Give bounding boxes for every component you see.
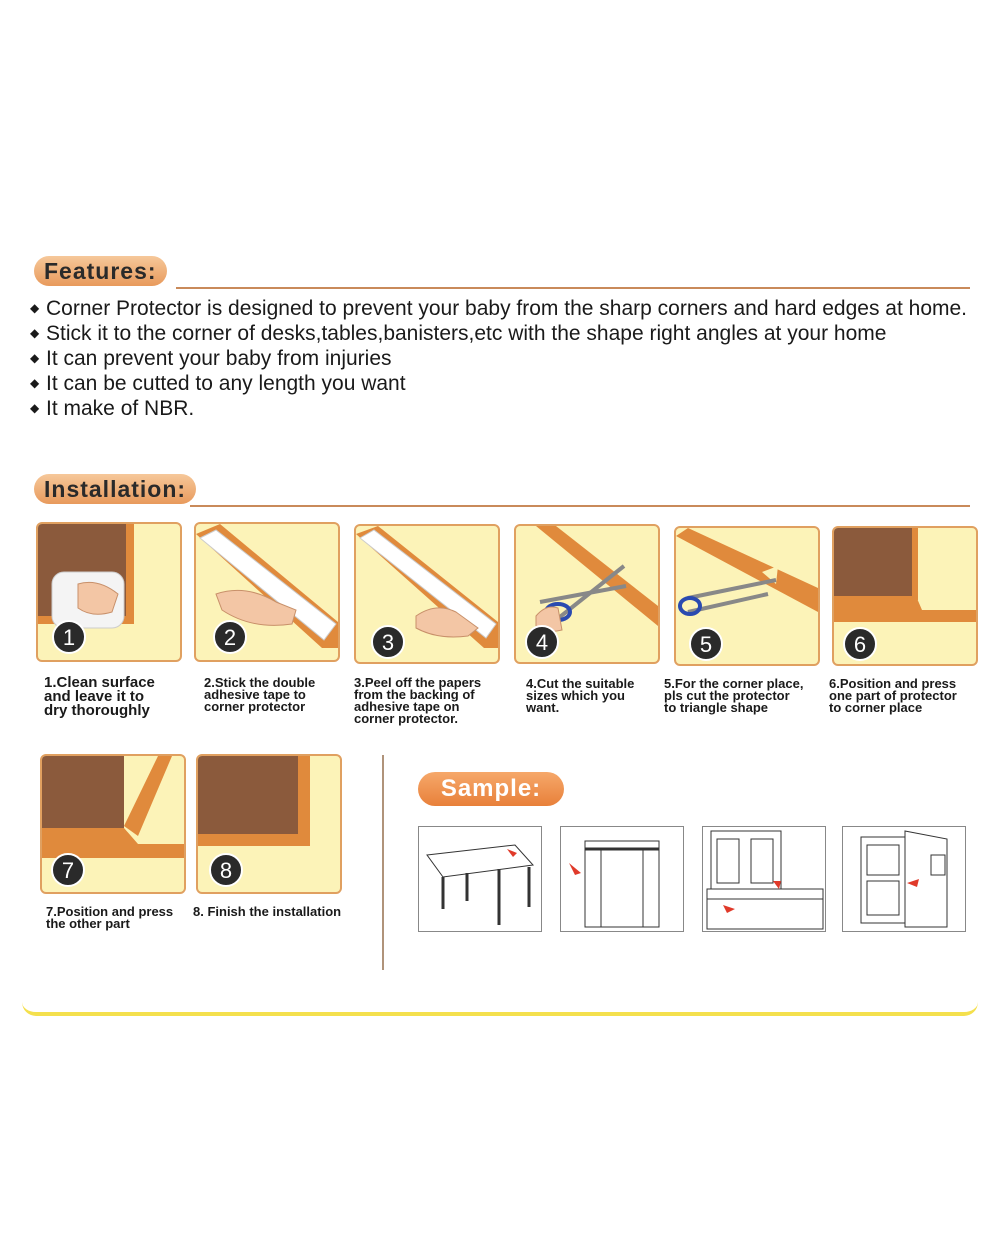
feature-item: ◆Corner Protector is designed to prevent… (30, 297, 968, 320)
step-5-number: 5 (700, 632, 712, 657)
step-3-number: 3 (382, 630, 394, 655)
installation-divider (190, 505, 970, 507)
window-sample-icon (560, 826, 684, 932)
installation-heading: Installation: (34, 474, 197, 504)
step-7-caption: 7.Position and press the other part (46, 904, 174, 931)
diamond-bullet-icon: ◆ (30, 301, 40, 315)
step-4-number: 4 (536, 630, 548, 655)
step-1-number: 1 (63, 625, 75, 650)
step-7-number: 7 (62, 858, 74, 883)
step-1-image: 1 (36, 522, 182, 662)
features-list: ◆Corner Protector is designed to prevent… (30, 296, 990, 421)
step-4-image: 4 (514, 524, 660, 664)
feature-item: ◆It make of NBR. (30, 397, 195, 420)
table-sample-icon (418, 826, 542, 932)
door-sample-icon (842, 826, 966, 932)
step-2-image: 2 (194, 522, 340, 662)
step-8-image: 8 (196, 754, 342, 894)
diamond-bullet-icon: ◆ (30, 401, 40, 415)
step-4-caption: 4.Cut the suitable sizes which you want. (526, 676, 635, 715)
step-5-caption: 5.For the corner place, pls cut the prot… (664, 676, 804, 715)
features-heading: Features: (34, 256, 167, 286)
feature-item: ◆Stick it to the corner of desks,tables,… (30, 322, 887, 345)
step-6-caption: 6.Position and press one part of protect… (829, 676, 957, 715)
step-6-number: 6 (854, 632, 866, 657)
step-5-image: 5 (674, 526, 820, 666)
step-1-caption: 1.Clean surface and leave it to dry thor… (44, 674, 155, 719)
step-3-image: 3 (354, 524, 500, 664)
step-2-caption: 2.Stick the double adhesive tape to corn… (204, 675, 316, 714)
step-6-image: 6 (832, 526, 978, 666)
cabinet-sample-icon (702, 826, 826, 932)
vertical-divider (382, 755, 384, 970)
feature-item: ◆It can be cutted to any length you want (30, 372, 406, 395)
instruction-sheet (22, 0, 978, 1016)
step-8-number: 8 (220, 858, 232, 883)
step-7-image: 7 (40, 754, 186, 894)
diamond-bullet-icon: ◆ (30, 326, 40, 340)
diamond-bullet-icon: ◆ (30, 351, 40, 365)
diamond-bullet-icon: ◆ (30, 376, 40, 390)
feature-item: ◆It can prevent your baby from injuries (30, 347, 392, 370)
features-divider (176, 287, 970, 289)
sample-heading: Sample: (418, 772, 564, 806)
step-8-caption: 8. Finish the installation (193, 904, 342, 919)
step-3-caption: 3.Peel off the papers from the backing o… (354, 675, 482, 726)
step-2-number: 2 (224, 625, 236, 650)
